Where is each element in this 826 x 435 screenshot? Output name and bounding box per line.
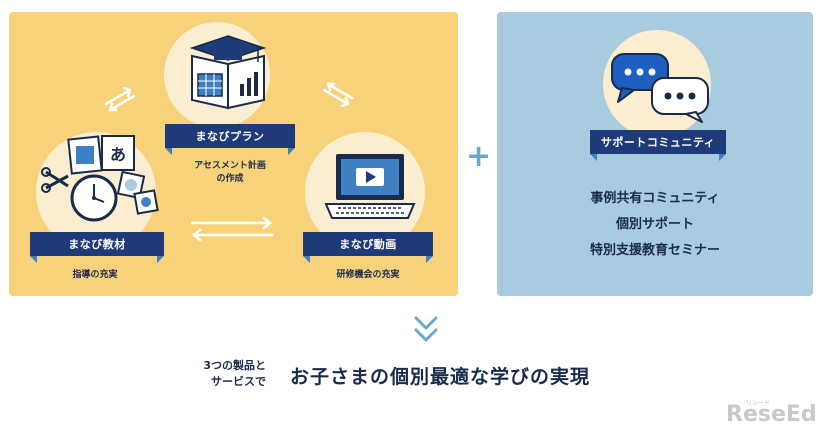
bottom-lead: 3つの製品と サービスで [178,358,266,390]
plan-caption: アセスメント計画 の作成 [170,160,290,186]
double-arrow-icon [322,82,354,108]
headline: お子さまの個別最適な学びの実現 [290,366,591,388]
double-arrow-icon [104,86,136,112]
community-item: 特別支援教育セミナー [589,243,720,258]
book-graduation-cap-icon [189,35,267,110]
teaching-material-icon: あ [41,135,159,222]
plan-caption-line1: アセスメント計画 [194,161,266,171]
double-arrow-icon [190,216,274,242]
community-item: 個別サポート [615,217,694,232]
video-caption: 研修機会の充実 [336,270,400,280]
logo: ReseEd [726,402,817,427]
chevron-down-icon [414,316,438,342]
plan-ribbon: まなびプラン [165,124,295,155]
laptop-video-icon [324,154,416,219]
material-ribbon: まなび教材 [30,232,164,263]
video-label: まなび動画 [339,238,397,251]
material-caption: 指導の充実 [72,270,118,280]
bottom-lead-line2: サービスで [211,375,266,388]
community-item: 事例共有コミュニティ [590,191,720,206]
plan-label: まなびプラン [195,130,265,143]
community-label: サポートコミュニティ [600,136,716,149]
video-ribbon: まなび動画 [303,232,433,263]
community-ribbon: サポートコミュニティ [590,130,726,161]
svg-text:あ: あ [110,145,126,164]
logo-small-text: リシード [746,400,771,407]
plus-symbol: + [466,139,492,174]
community-list: 事例共有コミュニティ 個別サポート 特別支援教育セミナー [520,186,790,264]
plan-caption-line2: の作成 [216,174,244,184]
bottom-lead-line1: 3つの製品と [203,359,266,372]
material-label: まなび教材 [68,238,126,251]
chat-bubbles-icon [611,53,709,123]
